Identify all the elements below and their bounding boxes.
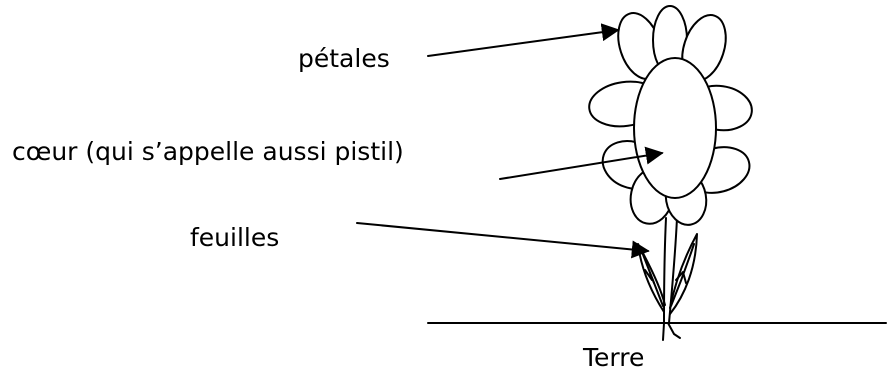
arrow-leaves — [356, 222, 650, 259]
right-leaf — [669, 233, 698, 315]
arrow-petals — [427, 23, 620, 57]
left-leaf — [637, 243, 666, 313]
pistil — [633, 57, 717, 199]
label-leaves: feuilles — [190, 223, 279, 252]
stem — [662, 217, 681, 341]
label-ground: Terre — [582, 343, 644, 372]
arrow-heart — [499, 146, 664, 180]
label-heart: cœur (qui s’appelle aussi pistil) — [12, 137, 404, 166]
label-petals: pétales — [298, 44, 390, 73]
